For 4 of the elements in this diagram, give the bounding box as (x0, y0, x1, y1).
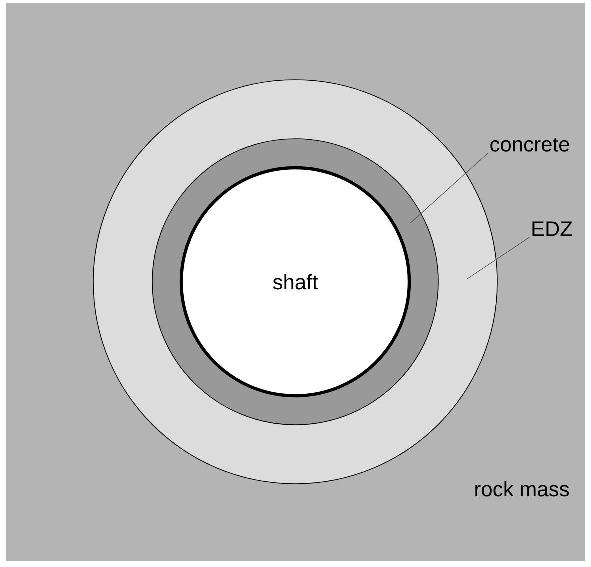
leader-line (467, 237, 530, 280)
leader-line (410, 152, 489, 224)
ring-label: EDZ (532, 222, 572, 236)
ring-label: concrete (490, 138, 570, 152)
